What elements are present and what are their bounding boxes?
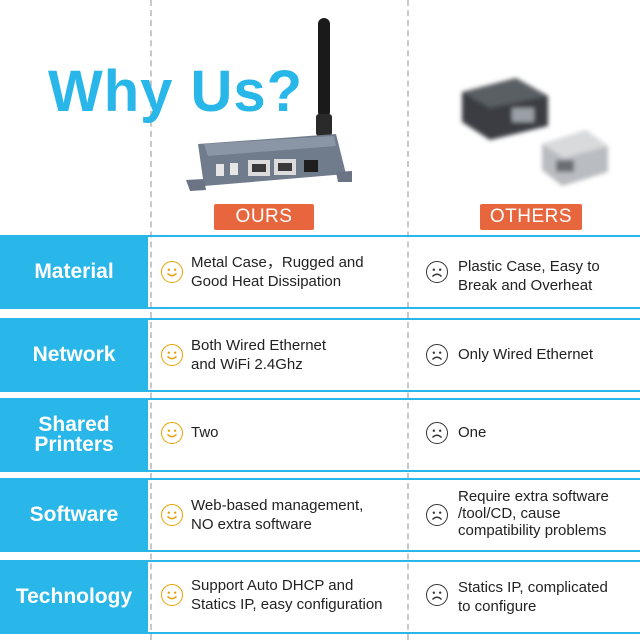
column-divider-right: [407, 0, 409, 640]
column-divider-left: [150, 0, 152, 640]
smiley-face-icon: [161, 261, 183, 283]
ours-text: Two: [191, 424, 219, 441]
smiley-face-icon: [161, 422, 183, 444]
row-label: Material: [0, 237, 148, 307]
comparison-row-software: Software Web-based management,NO extra s…: [0, 478, 640, 552]
row-label: Network: [0, 320, 148, 390]
smiley-face-icon: [161, 504, 183, 526]
sad-face-icon: [426, 504, 448, 526]
smiley-face-icon: [161, 584, 183, 606]
other-device-image: [462, 78, 608, 186]
others-text: Only Wired Ethernet: [458, 346, 594, 363]
ours-column-badge: OURS: [214, 204, 314, 230]
sad-face-icon: [426, 344, 448, 366]
others-text: One: [458, 424, 487, 441]
page-title: Why Us?: [48, 59, 304, 124]
row-label: Technology: [0, 562, 148, 632]
sad-face-icon: [426, 584, 448, 606]
router-device-image: [186, 18, 352, 191]
ours-text: Web-based management,NO extra software: [191, 497, 364, 533]
row-label: Software: [0, 480, 148, 550]
others-column-badge: OTHERS: [480, 204, 582, 230]
smiley-face-icon: [161, 344, 183, 366]
sad-face-icon: [426, 422, 448, 444]
sad-face-icon: [426, 261, 448, 283]
